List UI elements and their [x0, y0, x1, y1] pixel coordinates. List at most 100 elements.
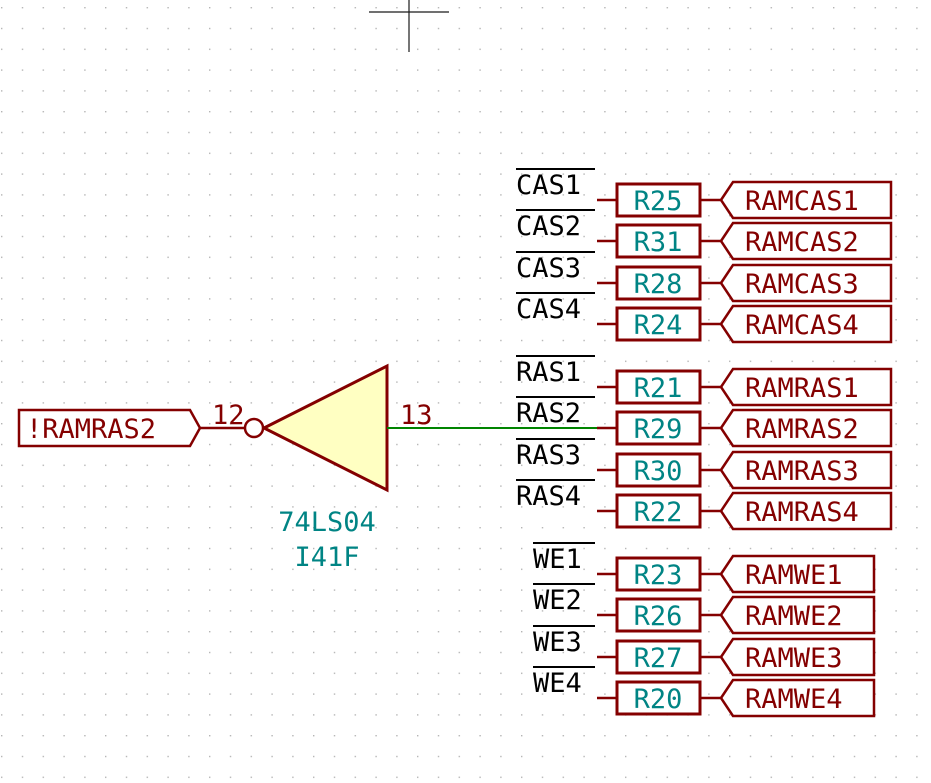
output-label[interactable]: RAMRAS4	[719, 491, 893, 531]
output-label-text: RAMCAS1	[745, 186, 859, 217]
output-label-text: RAMRAS2	[745, 414, 859, 445]
resistor-reference: R31	[634, 227, 683, 258]
signal-pin-name: RAS2	[516, 398, 581, 429]
resistor-r29[interactable]: R29	[615, 410, 702, 446]
gate-reference-label: I41F	[294, 542, 359, 573]
resistor-row: CAS3 R28 RAMCAS3	[516, 251, 893, 303]
output-label-shape	[719, 554, 876, 594]
output-label-shape	[719, 304, 893, 344]
input-label-text: !RAMRAS2	[26, 414, 156, 445]
output-label-text: RAMWE1	[745, 560, 843, 591]
resistor-r30[interactable]: R30	[615, 452, 702, 488]
resistor-r26[interactable]: R26	[615, 597, 702, 633]
resistor-r21[interactable]: R21	[615, 369, 702, 405]
resistor-r24[interactable]: R24	[615, 306, 702, 342]
resistor-reference: R23	[634, 560, 683, 591]
input-label-ramras2-inverted[interactable]: !RAMRAS2	[17, 408, 202, 448]
resistor-reference: R26	[634, 601, 683, 632]
input-pin-number: 12	[212, 400, 245, 431]
output-label-shape	[719, 678, 876, 718]
output-label-text: RAMCAS2	[745, 227, 859, 258]
output-label[interactable]: RAMCAS4	[719, 304, 893, 344]
signal-pin-name: WE3	[533, 627, 582, 658]
signal-pin-name: WE4	[533, 668, 582, 699]
signal-pin-name: RAS1	[516, 357, 581, 388]
output-label-shape	[719, 595, 876, 635]
resistor-row: RAS1 R21 RAMRAS1	[516, 355, 893, 407]
signal-pin-name: CAS1	[516, 170, 581, 201]
output-label-text: RAMCAS4	[745, 310, 859, 341]
output-label-shape	[719, 367, 893, 407]
signal-pin-name: CAS3	[516, 253, 581, 284]
resistor-body	[615, 265, 702, 301]
output-label[interactable]: RAMWE2	[719, 595, 876, 635]
resistor-reference: R25	[634, 186, 683, 217]
signal-pin-name: CAS4	[516, 294, 581, 325]
output-label-shape	[719, 450, 893, 490]
signal-pin-name: WE1	[533, 544, 582, 575]
output-label[interactable]: RAMCAS2	[719, 221, 893, 261]
input-label-shape	[17, 408, 202, 448]
resistor-reference: R27	[634, 643, 683, 674]
inverter-gate[interactable]: 12 13 74LS04 I41F	[212, 363, 433, 573]
resistor-body	[615, 306, 702, 342]
output-label[interactable]: RAMWE1	[719, 554, 876, 594]
resistor-body	[615, 369, 702, 405]
resistor-body	[615, 493, 702, 529]
resistor-reference: R20	[634, 684, 683, 715]
signal-pin-name: RAS3	[516, 440, 581, 471]
output-label-shape	[719, 263, 893, 303]
output-label-shape	[719, 408, 893, 448]
resistor-r27[interactable]: R27	[615, 639, 702, 675]
output-label[interactable]: RAMRAS2	[719, 408, 893, 448]
output-label[interactable]: RAMCAS3	[719, 263, 893, 303]
output-label[interactable]: RAMWE3	[719, 637, 876, 677]
output-pin-number: 13	[400, 400, 433, 431]
output-label-text: RAMRAS3	[745, 456, 859, 487]
crosshair-cursor	[369, 0, 449, 52]
resistor-r28[interactable]: R28	[615, 265, 702, 301]
resistor-body	[615, 223, 702, 259]
output-label-text: RAMCAS3	[745, 269, 859, 300]
resistor-reference: R30	[634, 456, 683, 487]
signal-pin-name: CAS2	[516, 211, 581, 242]
output-label-text: RAMWE3	[745, 643, 843, 674]
output-label[interactable]: RAMRAS3	[719, 450, 893, 490]
signal-pin-name: RAS4	[516, 481, 581, 512]
resistor-reference: R24	[634, 310, 683, 341]
resistor-r31[interactable]: R31	[615, 223, 702, 259]
resistor-r25[interactable]: R25	[615, 182, 702, 218]
output-label-text: RAMWE2	[745, 601, 843, 632]
resistor-r20[interactable]: R20	[615, 680, 702, 716]
resistor-body	[615, 452, 702, 488]
output-label[interactable]: RAMCAS1	[719, 180, 893, 220]
output-label-text: RAMRAS4	[745, 497, 859, 528]
resistor-body	[615, 597, 702, 633]
output-label-text: RAMWE4	[745, 684, 843, 715]
output-label-shape	[719, 221, 893, 261]
resistor-body	[615, 182, 702, 218]
resistor-reference: R29	[634, 414, 683, 445]
resistor-r23[interactable]: R23	[615, 556, 702, 592]
output-label-shape	[719, 491, 893, 531]
resistor-r22[interactable]: R22	[615, 493, 702, 529]
output-label-text: RAMRAS1	[745, 373, 859, 404]
output-label[interactable]: RAMWE4	[719, 678, 876, 718]
output-label[interactable]: RAMRAS1	[719, 367, 893, 407]
output-label-shape	[719, 637, 876, 677]
signal-pin-name: WE2	[533, 585, 582, 616]
inversion-bubble	[243, 417, 265, 439]
resistor-reference: R22	[634, 497, 683, 528]
